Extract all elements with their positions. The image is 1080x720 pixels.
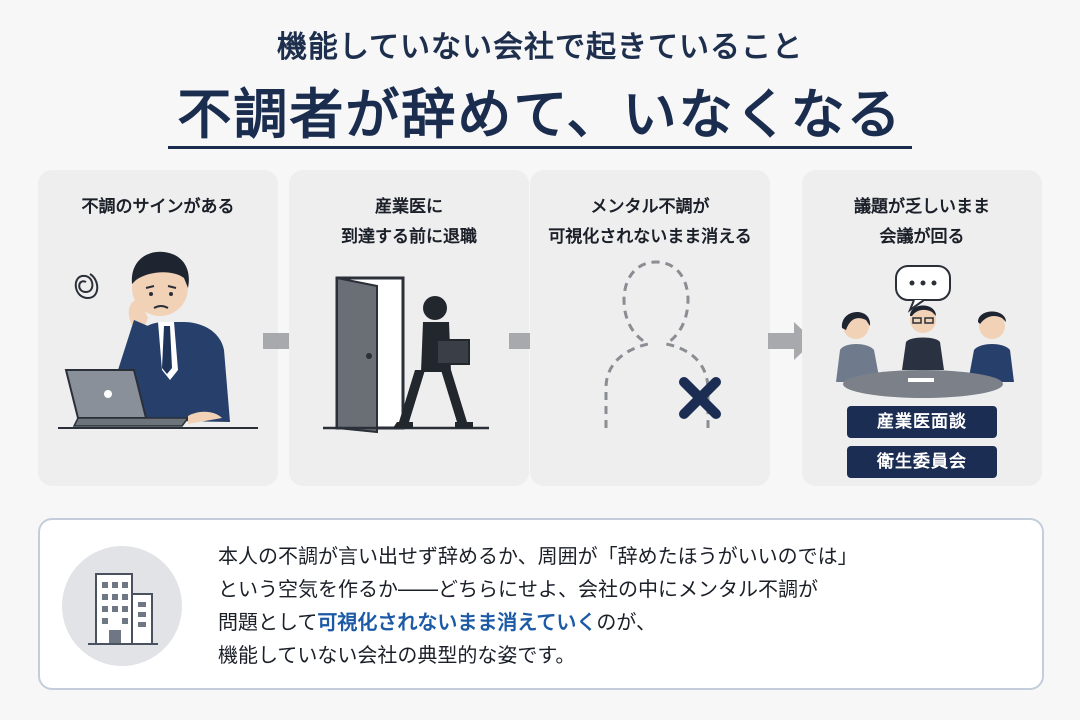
page-title: 不調者が辞めて、いなくなる: [177, 83, 903, 146]
step-card-resign: 産業医に 到達する前に退職: [289, 170, 529, 486]
step-card-meeting: 議題が乏しいまま 会議が回る 産業医面談 衛生委員会: [802, 170, 1042, 486]
summary-line: 機能していない会社の典型的な姿です。: [218, 643, 576, 667]
tag-occupational-physician: 産業医面談: [847, 406, 997, 438]
summary-box: 本人の不調が言い出せず辞めるか、周囲が「辞めたほうがいいのでは」 という空気を作…: [38, 518, 1044, 690]
step-label: 議題が乏しいまま 会議が回る: [854, 197, 990, 247]
title-underline: [168, 146, 912, 149]
tag-health-committee: 衛生委員会: [847, 446, 997, 478]
office-building-icon: [88, 573, 158, 645]
step-label: 産業医に 到達する前に退職: [341, 197, 477, 247]
step-card-invisible: メンタル不調が 可視化されないまま消える: [530, 170, 770, 486]
highlight-text: 可視化されないまま消えていく: [317, 610, 597, 634]
summary-text: 本人の不調が言い出せず辞めるか、周囲が「辞めたほうがいいのでは」 という空気を作…: [218, 540, 1018, 672]
step-label: メンタル不調が 可視化されないまま消える: [548, 197, 752, 247]
meeting-icon: [836, 265, 1014, 398]
summary-line: 問題として可視化されないまま消えていくのが、: [218, 610, 657, 634]
vanishing-person-icon: [604, 260, 721, 428]
stressed-worker-icon: [58, 251, 258, 429]
building-icon-circle: [62, 546, 182, 666]
step-label: 不調のサインがある: [81, 197, 235, 217]
summary-line: 本人の不調が言い出せず辞めるか、周囲が「辞めたほうがいいのでは」: [218, 544, 858, 568]
subtitle: 機能していない会社で起きていること: [276, 30, 804, 65]
leaving-person-door-icon: [323, 276, 489, 434]
summary-line: という空気を作るか――どちらにせよ、会社の中にメンタル不調が: [218, 577, 818, 601]
step-card-signs: 不調のサインがある: [38, 170, 278, 486]
